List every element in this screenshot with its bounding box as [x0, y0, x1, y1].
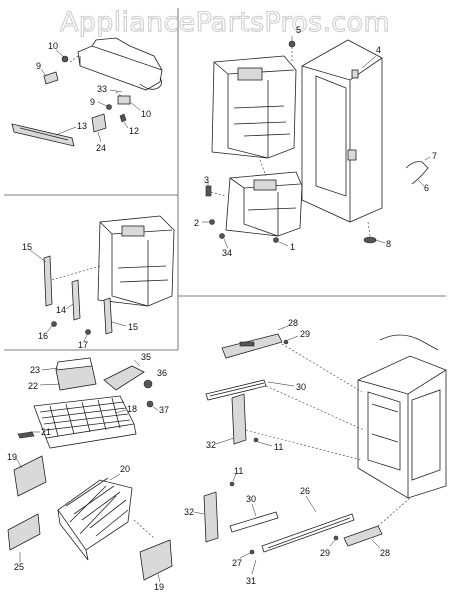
label-36: 36 [157, 368, 167, 378]
label-28-low: 28 [380, 548, 390, 558]
freezer-cabinet-part [357, 334, 447, 499]
label-22: 22 [28, 381, 38, 391]
label-35: 35 [141, 352, 151, 362]
label-10-top: 10 [48, 41, 58, 51]
wire-basket-part [33, 395, 137, 449]
pan-cover-25-part [7, 513, 41, 551]
label-5: 5 [296, 25, 301, 35]
panel-top-right [202, 36, 431, 249]
lower-liner-part [225, 171, 303, 237]
label-9-mid: 9 [90, 97, 95, 107]
panel-middle-left [29, 215, 175, 342]
bracket-32-part [231, 393, 247, 445]
bracket-24-part [91, 113, 107, 133]
wire-harness-part [405, 161, 429, 185]
label-2: 2 [194, 218, 199, 228]
label-21: 21 [41, 427, 51, 437]
callout-labels: 5 4 7 6 3 2 34 1 8 10 9 33 9 10 12 13 24… [7, 25, 437, 592]
cabinet-part [301, 39, 383, 223]
label-33: 33 [97, 84, 107, 94]
long-rail-part [261, 513, 355, 553]
tray-part [55, 365, 97, 391]
label-29-low: 29 [320, 548, 330, 558]
label-1: 1 [290, 242, 295, 252]
label-29-top: 29 [300, 329, 310, 339]
top-rail-part [77, 45, 163, 91]
label-4: 4 [376, 45, 381, 55]
label-12: 12 [129, 126, 139, 136]
slide-rail-part [103, 365, 145, 391]
label-16: 16 [38, 331, 48, 341]
label-14: 14 [56, 305, 66, 315]
rail-30-lower-part [229, 511, 279, 533]
drawer-slide-lower-part [343, 525, 383, 547]
label-18: 18 [127, 404, 137, 414]
trim-strip-part [43, 255, 53, 307]
label-28-top: 28 [288, 318, 298, 328]
knob-part [143, 379, 153, 389]
label-19-top: 19 [7, 452, 17, 462]
label-32-top: 32 [206, 440, 216, 450]
label-7: 7 [432, 151, 437, 161]
bracket-part [43, 71, 59, 85]
label-24: 24 [96, 143, 106, 153]
clip-part [117, 95, 131, 105]
pan-cover-part [13, 455, 47, 497]
label-31: 31 [246, 576, 256, 586]
label-26: 26 [300, 486, 310, 496]
panel-borders [4, 8, 446, 351]
label-27: 27 [232, 558, 242, 568]
label-32-low: 32 [184, 507, 194, 517]
label-20: 20 [120, 464, 130, 474]
panel-top-left [11, 37, 163, 147]
upper-liner-part [211, 55, 297, 159]
label-23: 23 [30, 365, 40, 375]
screw-part [61, 55, 69, 63]
label-11-top: 11 [274, 442, 283, 452]
bracket-32-lower-part [203, 491, 219, 543]
label-11-low: 11 [234, 466, 243, 476]
watermark-text: AppliancePartsPros.com [60, 7, 390, 38]
label-15-low: 15 [128, 322, 138, 332]
label-15-top: 15 [22, 242, 32, 252]
label-30-top: 30 [296, 382, 306, 392]
label-3: 3 [204, 175, 209, 185]
label-25: 25 [14, 562, 24, 572]
pan-cover-19-lower-part [139, 539, 173, 581]
label-37: 37 [159, 405, 169, 415]
label-10-mid: 10 [141, 109, 151, 119]
label-13: 13 [77, 121, 87, 131]
lower-basket-part [57, 477, 133, 561]
label-19-low: 19 [154, 582, 164, 592]
panel-bottom-left [7, 357, 173, 583]
label-8: 8 [386, 239, 391, 249]
trim-strip-14-part [71, 279, 81, 321]
label-9-top: 9 [36, 61, 41, 71]
label-17: 17 [78, 340, 88, 350]
label-6: 6 [424, 183, 429, 193]
label-34: 34 [222, 248, 232, 258]
cover-strip-part [11, 123, 75, 147]
label-30-low: 30 [246, 494, 256, 504]
liner-part [97, 215, 175, 307]
panel-bottom-right [193, 325, 447, 575]
